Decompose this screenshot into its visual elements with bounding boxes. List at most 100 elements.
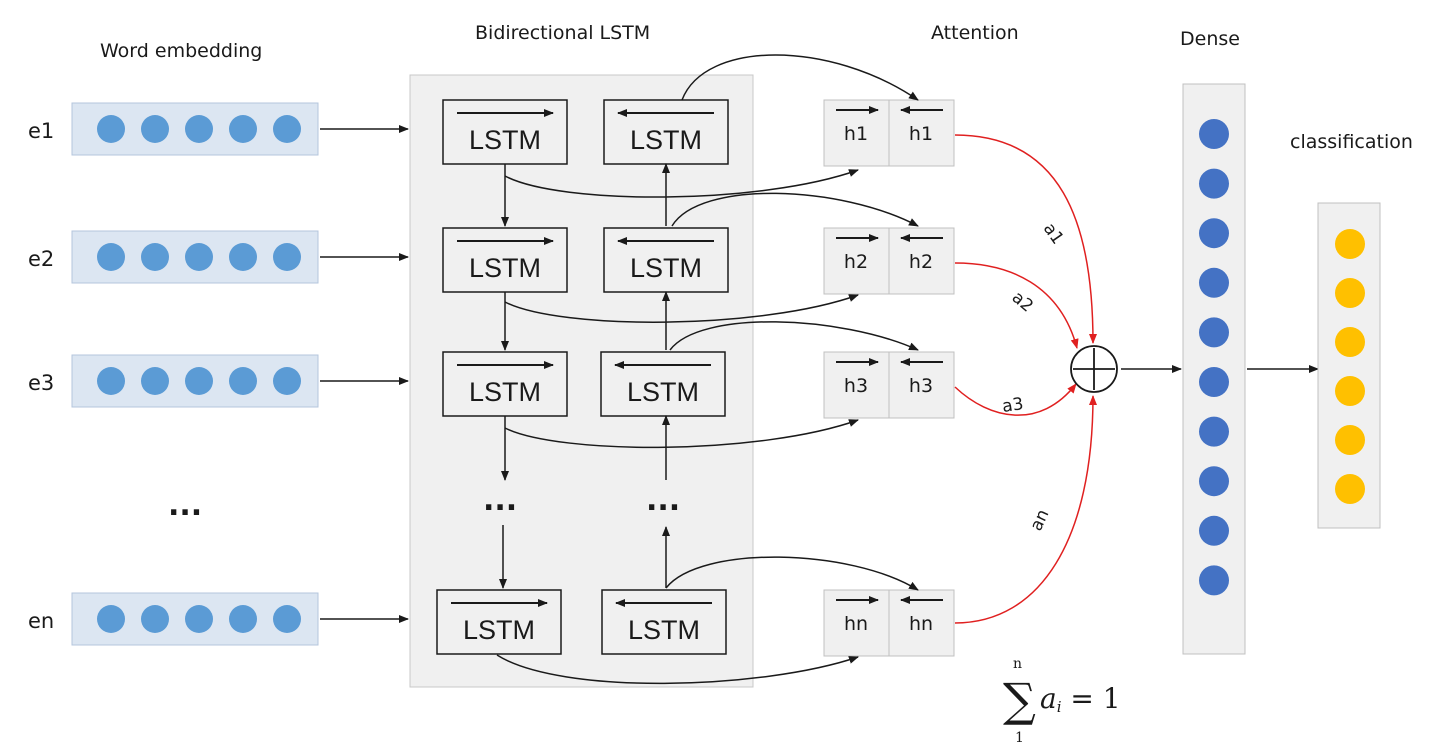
attention-weight-label: a2 [1008, 288, 1037, 317]
backward-lstm-cell: LSTM [603, 99, 729, 165]
class-node [1335, 278, 1365, 308]
backward-lstm-ellipsis: ... [646, 483, 680, 518]
forward-lstm-ellipsis: ... [483, 483, 517, 518]
hidden-state-label: h3 [844, 375, 868, 397]
embedding-row: e2 [28, 230, 409, 284]
embedding-row: e3 [28, 354, 409, 408]
embedding-node [273, 243, 301, 271]
backward-lstm-cell: LSTM [603, 227, 729, 293]
hidden-state-label: h1 [909, 123, 933, 145]
embedding-node [273, 605, 301, 633]
backward-hidden-state: h3 [888, 351, 955, 419]
forward-hidden-state: h1 [823, 99, 890, 167]
embedding-node [97, 605, 125, 633]
backward-hidden-state: hn [888, 589, 955, 657]
formula-lower-limit: 1 [1015, 730, 1024, 746]
forward-hidden-state: h2 [823, 227, 890, 295]
backward-output-arrow [681, 54, 919, 101]
attention-weight-arrow [954, 395, 1097, 624]
dense-node [1199, 367, 1229, 397]
embedding-node [185, 115, 213, 143]
backward-output-arrow [665, 556, 919, 591]
embedding-node [141, 605, 169, 633]
class-node [1335, 229, 1365, 259]
backward-lstm-cell: LSTM [600, 351, 726, 417]
embedding-node [97, 243, 125, 271]
hidden-state-label: h1 [844, 123, 868, 145]
forward-output-arrow [504, 169, 859, 198]
embedding-node [97, 367, 125, 395]
embedding-node [185, 367, 213, 395]
forward-hidden-state: h3 [823, 351, 890, 419]
hidden-state-label: h3 [909, 375, 933, 397]
embedding-node [229, 605, 257, 633]
sum-node [1070, 345, 1118, 393]
lstm-label: LSTM [630, 253, 702, 283]
dense-node [1199, 565, 1229, 596]
embedding-node [273, 367, 301, 395]
lstm-label: LSTM [627, 377, 699, 407]
row-label: e2 [28, 247, 54, 271]
attention-weight-arrow [954, 383, 1077, 416]
hidden-state-pair: hn hn [823, 589, 955, 657]
embedding-node [229, 243, 257, 271]
embedding-node [141, 243, 169, 271]
forward-lstm-cell: LSTM [442, 227, 568, 293]
dense-header: Dense [1180, 28, 1240, 50]
formula-upper-limit: n [1013, 656, 1022, 672]
lstm-label: LSTM [469, 377, 541, 407]
attention-weight-label: an [1026, 506, 1053, 534]
backward-output-arrow [671, 192, 919, 227]
embedding-row: e1 [28, 102, 409, 156]
hidden-state-pair: h2 h2 [823, 227, 955, 295]
row-label: en [28, 609, 54, 633]
class-node [1335, 327, 1365, 357]
forward-lstm-cell: LSTM [442, 99, 568, 165]
embedding-node [185, 243, 213, 271]
lstm-label: LSTM [469, 253, 541, 283]
dense-node [1199, 267, 1229, 298]
row-label: e1 [28, 119, 54, 143]
embedding-node [97, 115, 125, 143]
backward-output-arrow [669, 321, 919, 351]
backward-lstm-cell: LSTM [601, 589, 727, 655]
formula-expression: ai = 1 [1040, 682, 1121, 716]
forward-lstm-cell: LSTM [442, 351, 568, 417]
embedding-node [185, 605, 213, 633]
class-node [1335, 425, 1365, 455]
forward-output-arrow [504, 419, 859, 449]
dense-node [1199, 416, 1229, 447]
hidden-state-pair: h3 h3 [823, 351, 955, 419]
dense-node [1199, 218, 1229, 249]
hidden-state-pair: h1 h1 [823, 99, 955, 167]
dense-node [1199, 317, 1229, 348]
forward-output-arrow [504, 294, 859, 323]
attention-weight-label: a3 [1001, 394, 1025, 417]
class-node [1335, 474, 1365, 504]
class-node [1335, 376, 1365, 406]
dense-node [1199, 515, 1229, 546]
hidden-state-label: hn [909, 613, 933, 635]
hidden-state-label: h2 [909, 251, 933, 273]
word-embedding-header: Word embedding [100, 40, 262, 62]
lstm-label: LSTM [469, 125, 541, 155]
attention-weight-label: a1 [1039, 219, 1068, 248]
classification-header: classification [1290, 131, 1413, 153]
embedding-node [229, 115, 257, 143]
embedding-node [273, 115, 301, 143]
lstm-label: LSTM [630, 125, 702, 155]
embedding-node [229, 367, 257, 395]
hidden-state-label: h2 [844, 251, 868, 273]
hidden-state-label: hn [844, 613, 868, 635]
backward-hidden-state: h2 [888, 227, 955, 295]
forward-lstm-cell: LSTM [436, 589, 562, 655]
attention-weight-arrow [954, 262, 1079, 349]
dense-node [1199, 466, 1229, 497]
embedding-node [141, 367, 169, 395]
normalization-formula: ∑ n 1 ai = 1 [1003, 656, 1121, 746]
embedding-ellipsis: ... [168, 488, 202, 523]
bilstm-header: Bidirectional LSTM [475, 22, 650, 44]
dense-node [1199, 168, 1229, 199]
forward-hidden-state: hn [823, 589, 890, 657]
